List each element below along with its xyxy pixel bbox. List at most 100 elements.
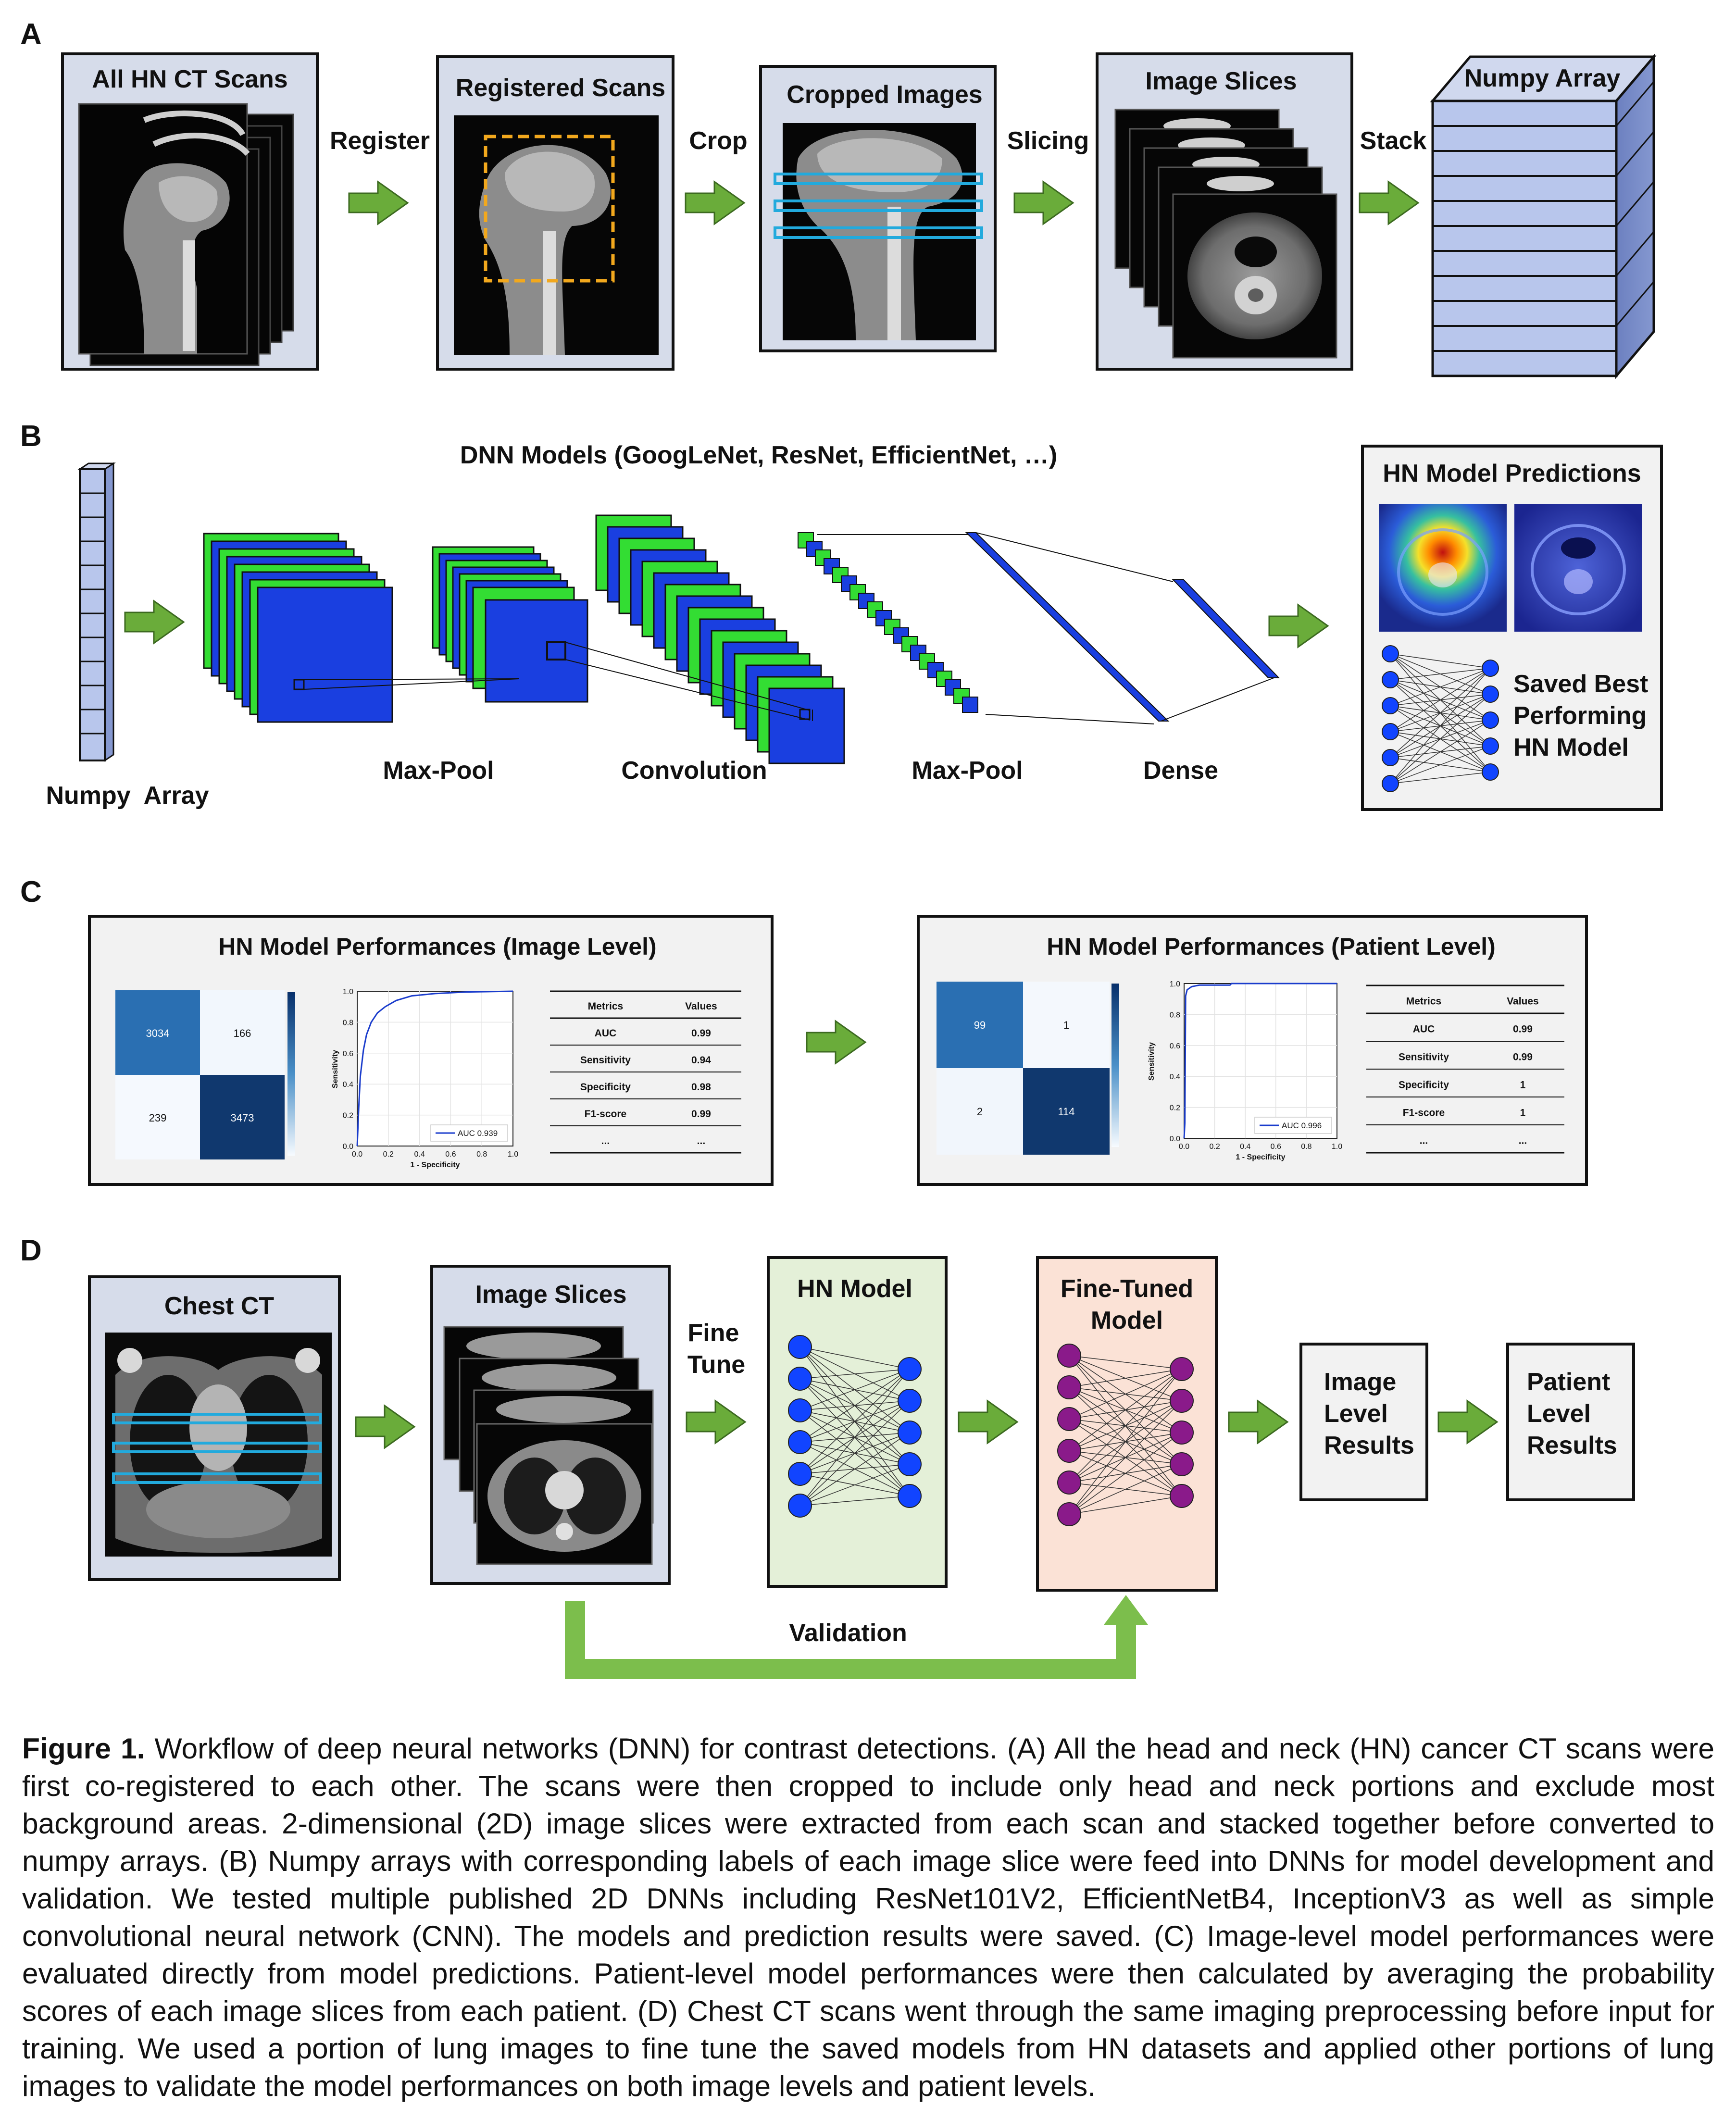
roc-legend-label: AUC 0.939 bbox=[458, 1129, 498, 1138]
box-numpy-array-label: Numpy Array bbox=[1464, 64, 1621, 92]
panel-b-letter: B bbox=[20, 420, 42, 453]
arrow-stack bbox=[1359, 181, 1419, 225]
network-edge bbox=[799, 1495, 910, 1506]
roc-x-tick: 0.4 bbox=[414, 1150, 425, 1159]
box-cropped-images: Cropped Images bbox=[759, 65, 997, 352]
arrow-register bbox=[348, 181, 409, 225]
network-edge bbox=[1069, 1369, 1182, 1420]
cm-cell: 2 bbox=[977, 1106, 983, 1118]
box-patient-level-results: Patient Level Results bbox=[1506, 1343, 1635, 1501]
table-cell: 0.99 bbox=[691, 1109, 711, 1120]
performance-image-level: HN Model Performances (Image Level) 3034… bbox=[88, 915, 774, 1186]
saved-model-line-2: Performing bbox=[1513, 702, 1647, 730]
panel-c: C HN Model Performances (Image Level) 30… bbox=[20, 875, 1588, 1186]
validation-label: Validation bbox=[789, 1619, 907, 1647]
network-node bbox=[1170, 1389, 1194, 1413]
table-cell: Sensitivity bbox=[580, 1055, 631, 1066]
slice-band bbox=[774, 173, 983, 185]
cropped-ct-image bbox=[774, 123, 983, 340]
network-node bbox=[1170, 1484, 1194, 1508]
box-fine-tuned-label-2: Model bbox=[1091, 1307, 1163, 1334]
conv-block-2 bbox=[595, 514, 845, 764]
arrow-slicing bbox=[1013, 181, 1074, 225]
slice-band bbox=[112, 1472, 322, 1484]
cm-cell: 99 bbox=[974, 1019, 986, 1031]
roc-y-tick: 0.2 bbox=[343, 1112, 353, 1120]
box-image-level-results: Image Level Results bbox=[1299, 1343, 1428, 1501]
network-node bbox=[1382, 645, 1399, 662]
network-edge bbox=[799, 1400, 910, 1506]
roc-y-tick: 0.4 bbox=[343, 1081, 353, 1089]
roc-y-tick: 0.6 bbox=[343, 1050, 353, 1058]
panel-a-letter: A bbox=[20, 18, 42, 51]
roc-x-tick: 0.0 bbox=[1179, 1143, 1189, 1151]
pool-block-1 bbox=[432, 546, 588, 703]
box-fine-tuned-model: Fine-Tuned Model bbox=[1036, 1256, 1218, 1592]
network-node bbox=[898, 1484, 922, 1508]
roc-x-tick: 0.4 bbox=[1240, 1143, 1250, 1151]
hn-model-network bbox=[788, 1335, 922, 1518]
connector-line bbox=[565, 642, 811, 711]
table-cell: 0.98 bbox=[691, 1082, 711, 1093]
pooled-map bbox=[893, 627, 909, 644]
slice-band bbox=[112, 1442, 322, 1453]
roc-y-tick: 1.0 bbox=[343, 988, 353, 996]
colorbar bbox=[287, 992, 295, 1156]
table-cell: Specificity bbox=[580, 1082, 631, 1093]
arrow-into-dnn bbox=[124, 600, 185, 644]
table-cell: ... bbox=[601, 1135, 610, 1146]
arrow-label-slicing: Slicing bbox=[1007, 127, 1089, 155]
roc-y-tick: 0.4 bbox=[1170, 1073, 1180, 1081]
slice-band bbox=[112, 1413, 322, 1424]
cm-cell: 239 bbox=[149, 1112, 167, 1124]
network-edge bbox=[1390, 668, 1491, 732]
box-chest-ct: Chest CT bbox=[88, 1275, 341, 1581]
feature-map bbox=[768, 687, 845, 764]
table-cell: F1-score bbox=[585, 1109, 627, 1120]
network-node bbox=[1057, 1470, 1081, 1495]
roc-y-tick: 1.0 bbox=[1170, 980, 1180, 988]
cm-cell: 166 bbox=[234, 1027, 251, 1039]
network-node bbox=[1170, 1452, 1194, 1476]
roc-y-tick: 0.8 bbox=[343, 1019, 353, 1027]
image-results-line-3: Results bbox=[1324, 1432, 1414, 1459]
dnn-models-title: DNN Models (GoogLeNet, ResNet, Efficient… bbox=[460, 441, 1057, 469]
table-cell: 0.99 bbox=[1513, 1023, 1533, 1034]
network-node bbox=[1170, 1421, 1194, 1445]
fine-tune-label-2: Tune bbox=[687, 1351, 745, 1379]
network-edge bbox=[1390, 668, 1491, 706]
numpy-array-cube: Numpy Array bbox=[1430, 53, 1657, 379]
network-node bbox=[898, 1421, 922, 1445]
saved-model-line-1: Saved Best bbox=[1513, 670, 1648, 698]
table-header: Metrics bbox=[1406, 996, 1442, 1007]
box-image-slices-d: Image Slices bbox=[430, 1265, 671, 1585]
network-edge bbox=[1069, 1495, 1182, 1515]
roc-x-tick: 1.0 bbox=[1332, 1143, 1342, 1151]
roc-x-tick: 0.6 bbox=[445, 1150, 456, 1159]
network-edge bbox=[1390, 746, 1491, 784]
table-header: Values bbox=[685, 1001, 717, 1012]
saved-network-diagram bbox=[1382, 645, 1499, 792]
network-edge bbox=[1069, 1369, 1182, 1515]
network-node bbox=[1482, 737, 1499, 755]
workflow-figure: A All HN CT Scans Register Regist bbox=[20, 18, 1663, 1679]
box-fine-tuned-label-1: Fine-Tuned bbox=[1061, 1275, 1193, 1303]
network-node bbox=[1057, 1502, 1081, 1526]
arrow-label-stack: Stack bbox=[1360, 127, 1427, 155]
arrow-to-predictions bbox=[1268, 604, 1329, 648]
chest-ct-image bbox=[105, 1333, 332, 1557]
pool-block-2 bbox=[798, 532, 978, 713]
panel-a: A All HN CT Scans Register Regist bbox=[20, 18, 1657, 379]
layer-label-max-pool-1: Max-Pool bbox=[383, 757, 494, 785]
roc-x-tick: 0.2 bbox=[1209, 1143, 1220, 1151]
panel-b: B DNN Models (GoogLeNet, ResNet, Efficie… bbox=[20, 420, 1663, 811]
dense-layers bbox=[817, 532, 1280, 724]
network-node bbox=[1057, 1344, 1081, 1368]
fine-tuned-network bbox=[1057, 1344, 1194, 1526]
table-cell: AUC bbox=[1413, 1023, 1435, 1034]
network-node bbox=[1482, 711, 1499, 729]
network-edge bbox=[1390, 668, 1491, 758]
network-node bbox=[788, 1335, 812, 1359]
arrow-label-register: Register bbox=[330, 127, 430, 155]
